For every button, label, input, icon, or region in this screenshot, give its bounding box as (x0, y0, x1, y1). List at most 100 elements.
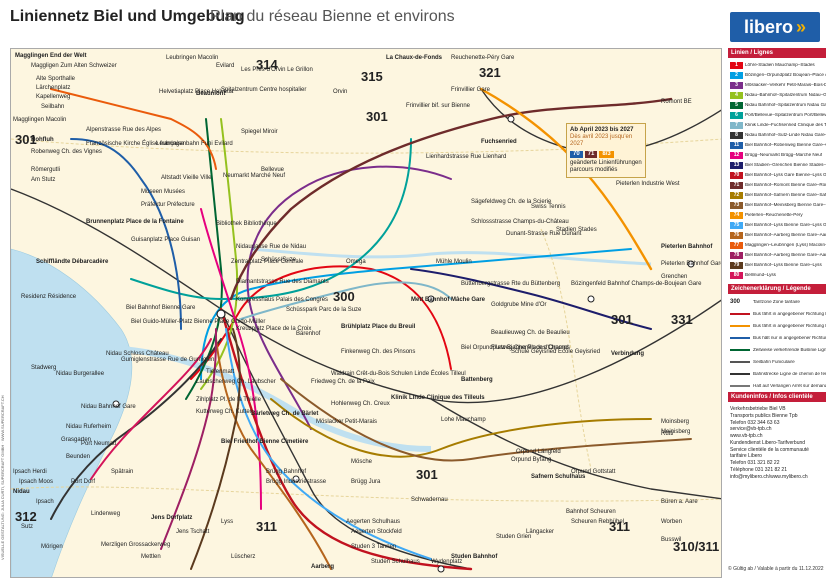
info-line[interactable]: info@mylibero.ch/www.mylibero.ch (730, 473, 808, 480)
legend-symbol: 300 (730, 299, 741, 305)
station-label: Grenchen (661, 274, 688, 280)
line-label: Biel Bahnhof–Lyss Bienne Gare–Lyss (745, 262, 822, 267)
station-label: Studen Schulhaus (371, 559, 420, 565)
line-change-notice: Ab April 2023 bis 2027 Dès avril 2023 ju… (566, 123, 646, 179)
station-label: Nidau Bahnhof Gare (81, 404, 136, 410)
legend-header: Zeichenerklärung / Légende (728, 284, 826, 294)
line-number-badge: 75 (730, 221, 743, 229)
line-number-badge: 3 (730, 81, 743, 89)
zone-311-west: 311 (256, 519, 277, 534)
station-label: Bibliothek Bibliothèque (216, 221, 277, 227)
station-label: Nidaugasse Rue de Nidau (236, 244, 307, 250)
libero-logo: libero» (730, 12, 820, 42)
line-77-path (50, 88, 217, 170)
info-line: Telefon 032 344 63 63 (730, 419, 780, 426)
station-label: Museen Musées (141, 189, 186, 195)
line-label: Mösliacker–Verkehr Petit-Marais–Bois-Dou… (745, 82, 826, 87)
station-label: Alte Sporthalle (36, 76, 76, 82)
station-label: Tiefenmatt (206, 369, 235, 375)
legend-symbol (730, 373, 750, 375)
line-number-badge: 77 (730, 241, 743, 249)
zone-310-311: 310/311 (673, 539, 720, 554)
stop-biel-bahnhof (216, 309, 226, 319)
line-number-badge: 11 (730, 141, 743, 149)
station-label: Omega (346, 259, 366, 265)
zone-315: 315 (361, 69, 383, 84)
station-label: Mösche (351, 459, 373, 465)
line-6-path (130, 138, 412, 301)
line-7-path (240, 281, 452, 320)
station-label: Leubringenbahn Funi Evilard (156, 141, 233, 147)
station-label: Neumarkt Marché Neuf (223, 173, 286, 179)
line-12-path (200, 208, 262, 510)
station-label: Maggligen Zum Alten Schweizer (31, 63, 117, 69)
info-line: Téléphone 031 321 82 21 (730, 466, 787, 473)
legend-label: Bahnstrecke Ligne de chemin de fer (753, 371, 826, 376)
station-label: Möslacker Petit-Marais (316, 419, 378, 425)
station-label: Kutterweg Ch. Kutter (196, 409, 252, 415)
station-label: Meinisberg (661, 429, 691, 435)
station-label: La Chaux-de-Fonds (386, 55, 443, 61)
stops (112, 115, 695, 573)
station-label: Magglingen Macolin (13, 117, 67, 123)
station-label: Nidau Burgerallee (56, 371, 105, 377)
station-label: Lindenweg (91, 511, 121, 517)
station-label: Ipsach (36, 499, 54, 505)
info-line[interactable]: service@vb-tpb.ch (730, 426, 772, 433)
stop-bozingenfeld (587, 295, 595, 303)
line-label: Biel Bahnhof–Meinisberg Bienne Gare–Mein… (745, 202, 826, 207)
line-label: Pieterlen–Reuchenette-Péry (745, 212, 803, 217)
station-label: Studen Grien (496, 534, 532, 540)
lake-biel (11, 248, 133, 577)
station-label: Orvin (333, 89, 348, 95)
info-line[interactable]: www.vb-tpb.ch (730, 433, 763, 439)
validity-note: © Gültig ab / Valable à partir du 11.12.… (728, 566, 824, 572)
legend-row: Seilbahn Funiculaire (728, 356, 826, 368)
brand-name: libero (743, 16, 793, 37)
station-label: Residenz Résidence (21, 294, 77, 300)
legend-label: Bus fährt in angegebener Richtung Bus ci… (753, 323, 826, 328)
station-label: Kapellenweg (36, 94, 71, 100)
station-label: Worben (661, 519, 682, 525)
station-label: Schule Geyisried École Geyisried (511, 349, 601, 355)
network-map[interactable]: 315 314 321 301 300 301 331 301 301 312 … (10, 48, 722, 578)
page-title: Liniennetz Biel und Umgebung (10, 8, 245, 25)
station-label: Beunden (66, 454, 91, 460)
station-label: Hohlenweg Ch. Creux (331, 401, 390, 407)
station-label: Beaulieuweg Ch. de Beaulieu (491, 330, 570, 336)
station-label: Port Dorf (71, 479, 96, 485)
aare-canal (120, 346, 432, 452)
station-label: Brügg Industriestrasse (266, 479, 327, 485)
station-label: Bellevue (261, 167, 285, 173)
station-label: Laubscherweg Ch. Laubscher (196, 379, 276, 385)
line-number-badge: 79 (730, 261, 743, 269)
station-label: Robenweg Ch. des Vignes (31, 149, 102, 155)
info-line: Service clientèle de la communauté tarif… (730, 446, 809, 460)
rail-line (11, 188, 721, 404)
station-label: Ipsach Moos (19, 479, 54, 485)
